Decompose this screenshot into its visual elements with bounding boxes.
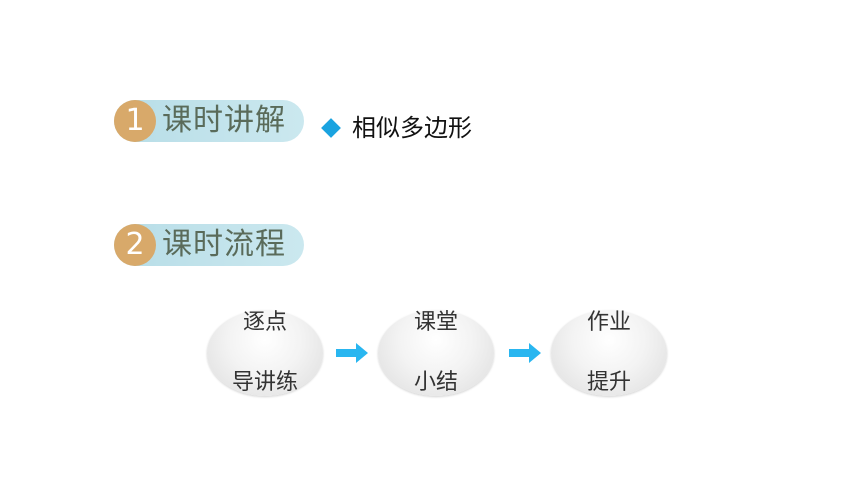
flow-step-2-line2: 小结 <box>413 370 458 395</box>
arrow-right-icon <box>336 343 368 363</box>
section-number-2: 2 <box>114 224 156 266</box>
flow-step-1-line2: 导讲练 <box>231 370 298 395</box>
section-number-1: 1 <box>114 100 156 142</box>
flow-step-1[interactable]: 逐点 导讲练 <box>207 310 323 396</box>
section-label-1: 课时讲解 <box>162 103 286 138</box>
section-header-1: 1 课时讲解 <box>114 100 304 142</box>
flow-step-2[interactable]: 课堂 小结 <box>378 310 494 396</box>
flow-step-3-line1: 作业 <box>586 310 631 335</box>
section-label-2: 课时流程 <box>162 227 286 262</box>
arrow-right-icon <box>509 343 541 363</box>
section-header-2: 2 课时流程 <box>114 224 304 266</box>
diamond-icon <box>321 118 341 138</box>
flow-step-3-line2: 提升 <box>586 370 631 395</box>
topic-item: 相似多边形 <box>320 108 472 148</box>
topic-text: 相似多边形 <box>352 114 472 142</box>
flow-step-3[interactable]: 作业 提升 <box>551 310 667 396</box>
flow-step-2-line1: 课堂 <box>413 310 458 335</box>
flow-step-1-line1: 逐点 <box>242 310 287 335</box>
